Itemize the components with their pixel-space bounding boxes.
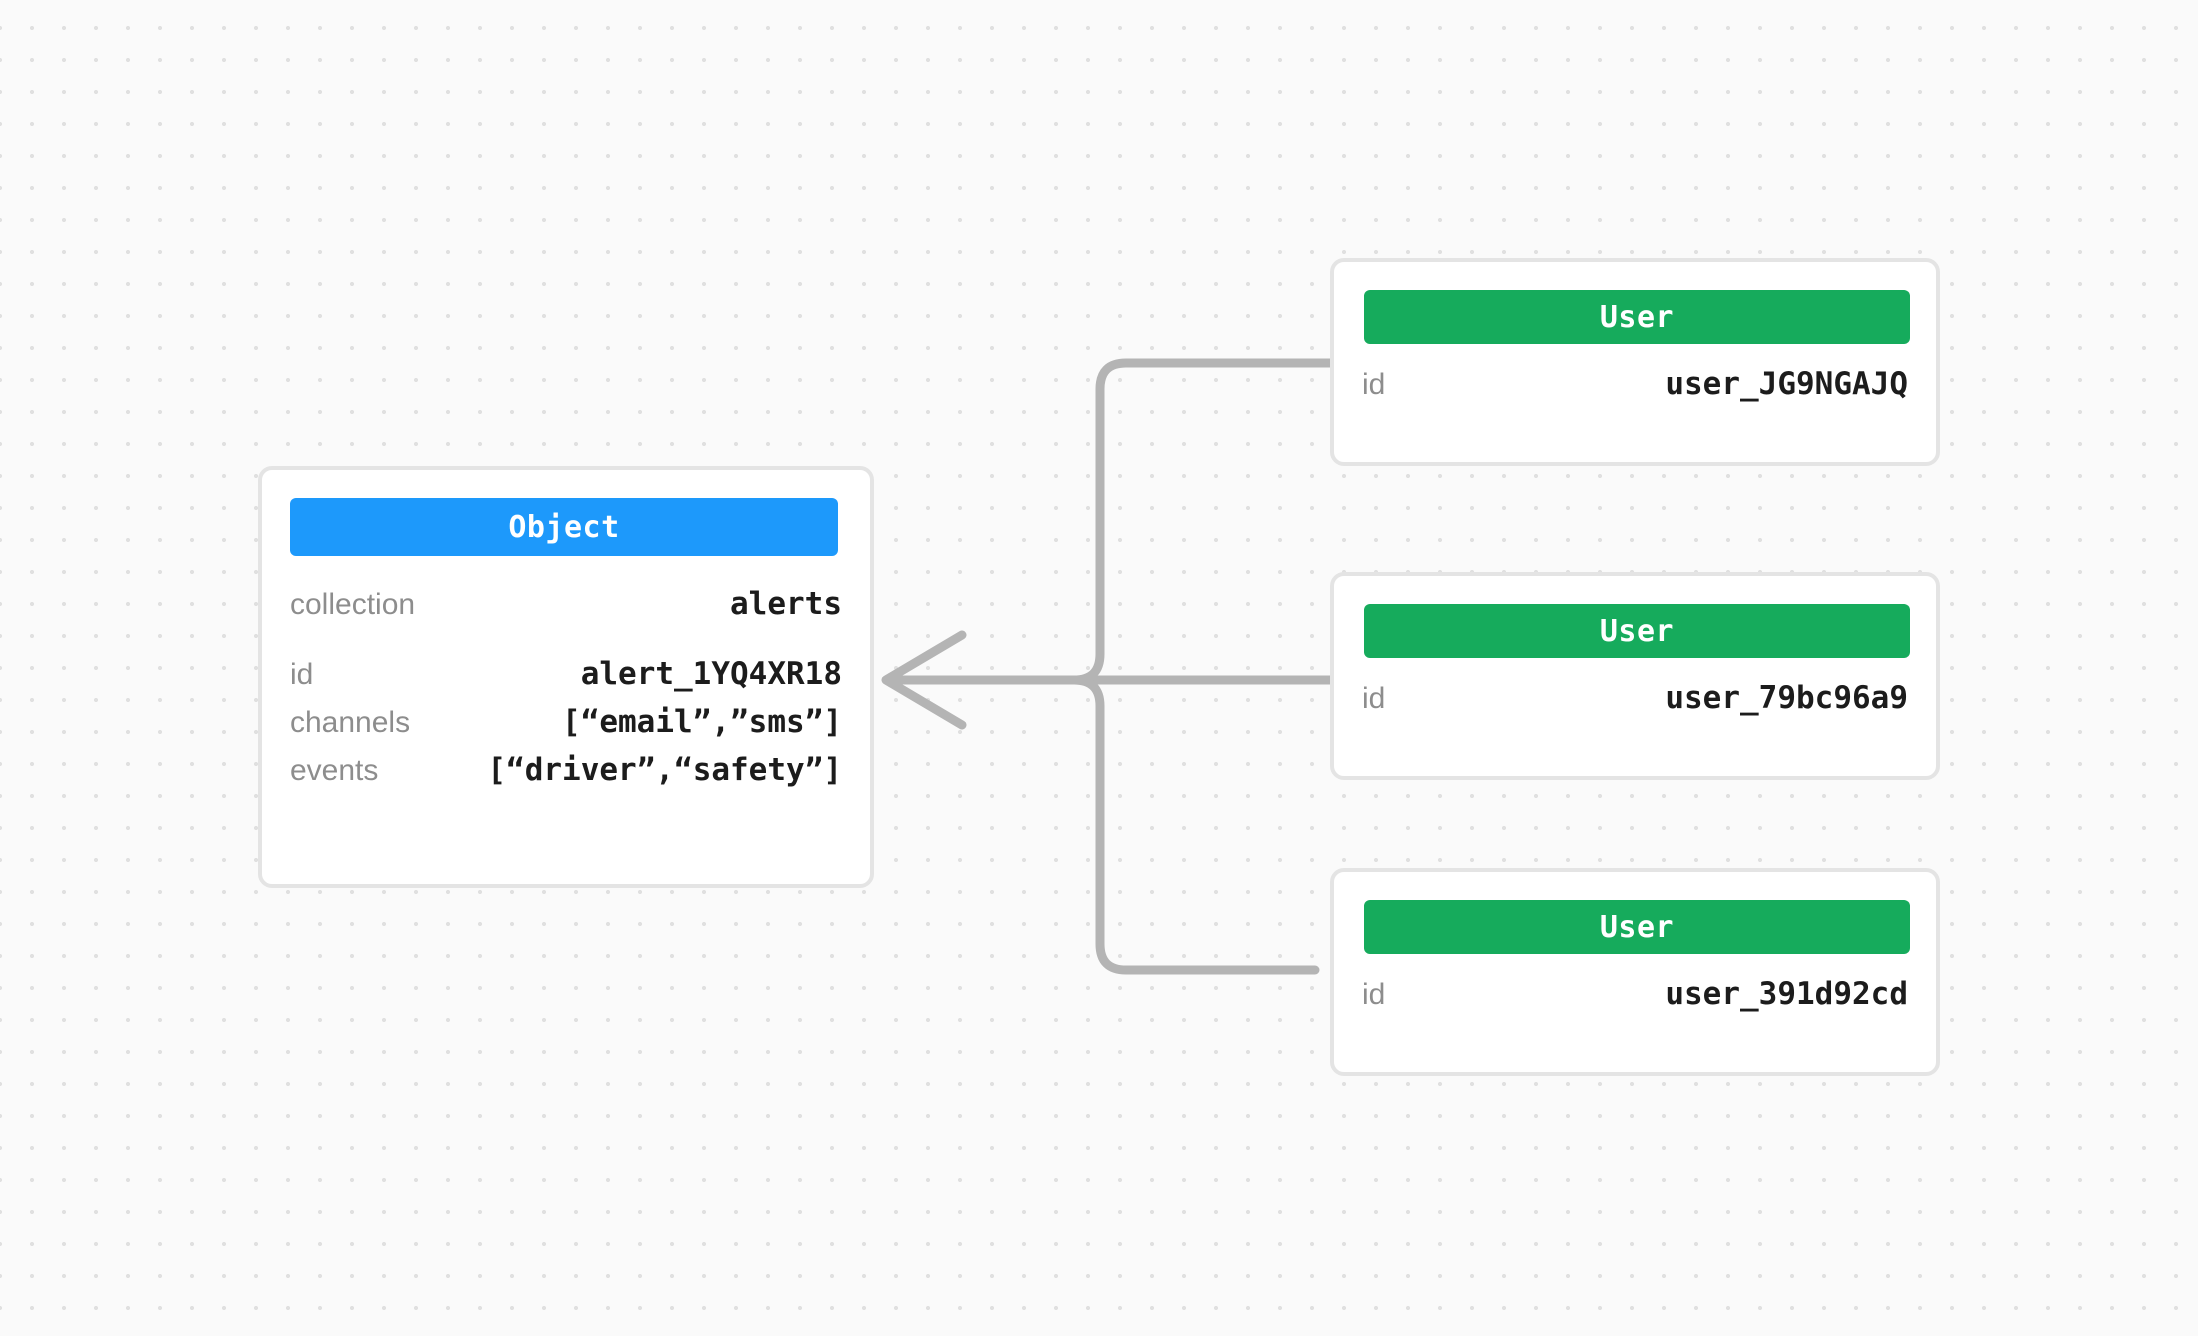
- row-value: user_JG9NGAJQ: [1665, 366, 1908, 402]
- node-user-1[interactable]: User id user_JG9NGAJQ: [1330, 258, 1940, 466]
- node-object-header: Object: [290, 498, 838, 556]
- node-user-3-rows: id user_391d92cd: [1334, 976, 1936, 1024]
- node-user-1-rows: id user_JG9NGAJQ: [1334, 366, 1936, 414]
- row-key: channels: [290, 706, 411, 739]
- row-value: [“driver”,“safety”]: [487, 752, 842, 788]
- row-key: id: [1362, 368, 1386, 401]
- edge-to-user-3: [888, 675, 1320, 975]
- node-user-2[interactable]: User id user_79bc96a9: [1330, 572, 1940, 780]
- table-row: id user_391d92cd: [1362, 976, 1908, 1024]
- row-key: id: [290, 658, 314, 691]
- table-row: id alert_1YQ4XR18: [290, 656, 842, 704]
- table-row: id user_79bc96a9: [1362, 680, 1908, 728]
- edge-to-user-1: [888, 358, 1335, 685]
- row-value: user_391d92cd: [1665, 976, 1908, 1012]
- row-value: alerts: [730, 586, 842, 622]
- node-user-2-header: User: [1364, 604, 1910, 658]
- row-value: [“email”,”sms”]: [562, 704, 842, 740]
- node-user-3-header: User: [1364, 900, 1910, 954]
- node-user-2-rows: id user_79bc96a9: [1334, 680, 1936, 728]
- row-key: collection: [290, 588, 416, 621]
- node-user-1-header: User: [1364, 290, 1910, 344]
- table-row: events [“driver”,“safety”]: [290, 752, 842, 800]
- table-row: id user_JG9NGAJQ: [1362, 366, 1908, 414]
- node-user-3[interactable]: User id user_391d92cd: [1330, 868, 1940, 1076]
- table-row: channels [“email”,”sms”]: [290, 704, 842, 752]
- table-row: collection alerts: [290, 586, 842, 634]
- row-key: id: [1362, 978, 1386, 1011]
- node-object-rows: collection alerts id alert_1YQ4XR18 chan…: [262, 586, 870, 800]
- row-value: alert_1YQ4XR18: [580, 656, 842, 692]
- edge-arrowhead-icon: [881, 630, 967, 730]
- row-key: id: [1362, 682, 1386, 715]
- node-object[interactable]: Object collection alerts id alert_1YQ4XR…: [258, 466, 874, 888]
- row-key: events: [290, 754, 379, 787]
- row-value: user_79bc96a9: [1665, 680, 1908, 716]
